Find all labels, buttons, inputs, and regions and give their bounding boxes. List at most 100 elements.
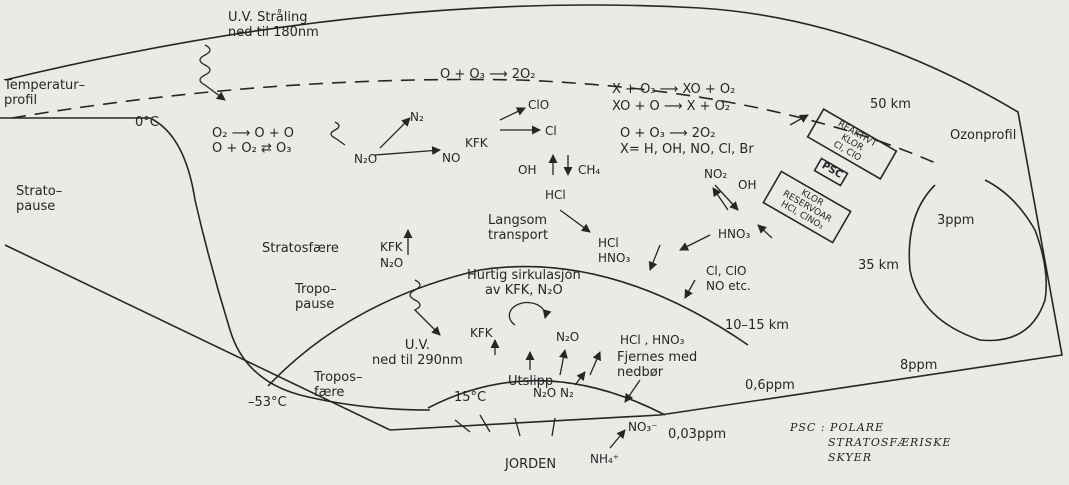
box-reaktivt-frame [806,108,898,180]
slow-transport-line1: Langsom [488,213,548,228]
arrow-n2o-n2 [379,117,411,149]
chem-cl: Cl [545,124,557,138]
arrow-rain [624,379,641,403]
chem-n2o-trop: N₂O [556,330,580,344]
uv-top-line1: U.V. Stråling [228,10,308,25]
ppm003-label: 0,03ppm [668,427,727,442]
stratopause-curve [11,78,941,166]
earth-surface [427,379,666,416]
arrow-ozone-reservoir [757,224,773,239]
ppm3-label: 3ppm [937,213,975,228]
arrow-utslipp-right [589,351,601,376]
uv-top-line2: ned til 180nm [228,25,319,40]
chem-cl-clo: Cl, ClO NO etc. [706,264,751,294]
km1015-label: 10–15 km [725,318,789,333]
tropopause-label: Tropo– pause [295,282,337,312]
arrow-ground-n2o [574,371,586,386]
temp-profile-line1: Temperatur– [4,78,86,93]
chem-no3: NO₃⁻ [628,420,658,434]
slow-transport-label: Langsom transport [488,213,548,243]
arrow-circulation [508,301,552,326]
emission-label: Utslipp [508,374,554,389]
arrow-hno3-down [679,234,711,251]
chem-hcl-hno3-line2: HNO₃ [598,251,631,265]
chem-n2o-n2-ground: N₂O N₂ [533,386,574,400]
arrow-hno3-up [712,187,729,211]
arrow-n2o-no [374,146,441,156]
fast-circulation-label: Hurtig sirkulasjon av KFK, N₂O [467,268,581,298]
chem-no-mid: NO [442,151,461,165]
chem-n2: N₂ [410,110,424,124]
fast-circ-line2: av KFK, N₂O [484,283,563,298]
psc-note-line1: PSC : POLARE [790,421,885,434]
ozone-profile-label: Ozonprofil [950,128,1017,143]
troposphere-label: Tropos– fære [314,370,363,400]
eq-cycle3: O + O₃ ⟶ 2O₂ [620,126,716,141]
chem-ch4: CH₄ [578,163,601,177]
km35-label: 35 km [858,258,899,273]
arrow-kfk-clo [499,107,526,121]
eq-o2-split: O₂ ⟶ O + O [212,126,294,141]
psc-note-line3: SKYER [828,451,873,464]
chem-n2o-mid: N₂O [354,152,378,166]
stratopause-line2: pause [16,199,56,214]
chem-cl-clo-line2: NO etc. [706,279,751,293]
chem-nh4: NH₄⁺ [590,452,620,466]
stratopause-label: Strato– pause [16,184,62,214]
eq-cycle1: X + O₃ ⟶ XO + O₂ [612,82,736,97]
zero-c-label: 0°C [135,115,159,130]
earth-label: JORDEN [505,457,557,472]
chem-hcl: HCl [545,188,566,202]
chem-hno3: HNO₃ [718,227,751,241]
arrow-cloud-reservoir [789,114,809,126]
troposphere-line2: fære [314,385,345,400]
tropopause-curve [267,265,749,387]
chem-no2: NO₂ [704,167,728,181]
minus53-label: –53°C [248,395,287,410]
uv-low-line1: U.V. [404,338,430,353]
box-reservoar-frame [762,170,852,244]
chem-hcl-hno3-line1: HCl [598,236,619,250]
eq-o3-top: O + O₃ ⟶ 2O₂ [440,67,536,82]
tropopause-line2: pause [295,297,335,312]
temp15-label: 15°C [454,390,487,405]
chem-kfk-top: KFK [465,136,488,150]
fast-circ-line1: Hurtig sirkulasjon [467,268,581,283]
arrow-hcl-hno3-down [648,244,661,271]
psc-note: PSC : POLARE STRATOSFÆRISKE SKYER [790,420,951,465]
arrow-clclo-down [684,279,696,299]
chem-cl-clo-line1: Cl, ClO [706,264,747,278]
chem-n2o-strat: N₂O [380,256,404,270]
ppm06-label: 0,6ppm [745,378,795,393]
temperature-profile [0,117,431,411]
chem-clo: ClO [528,98,550,112]
outer-boundary [4,4,1063,431]
temp-profile-line2: profil [4,93,38,108]
uv-top-label: U.V. Stråling ned til 180nm [228,10,319,40]
uv-wave-top [199,44,226,101]
chem-hcl-hno3: HCl HNO₃ [598,236,630,266]
chem-kfk-strat: KFK [380,240,403,254]
chem-hcl-hno3-trop: HCl , HNO₃ [620,333,685,347]
km50-label: 50 km [870,97,911,112]
stratosphere-label: Stratosfære [262,241,339,256]
psc-note-line2: STRATOSFÆRISKE [828,436,952,449]
box-psc-frame [813,157,849,187]
tropopause-line1: Tropo– [295,282,337,297]
earth-rays [454,414,556,437]
stratopause-line1: Strato– [16,184,63,199]
eq-cycle2: XO + O ⟶ X + O₂ [612,99,731,114]
uv-low-line2: ned til 290nm [372,353,463,368]
arrow-hcl-down [559,209,591,233]
troposphere-line1: Tropos– [314,370,363,385]
removed-line1: Fjernes med [617,350,698,365]
chem-oh2: OH [738,178,757,192]
ppm8-label: 8ppm [900,358,938,373]
eq-o3-form: O + O₂ ⇄ O₃ [212,141,292,156]
removed-label: Fjernes med nedbør [617,350,697,380]
chem-oh: OH [518,163,537,177]
arrow-uv-low [409,279,441,336]
slow-transport-line2: transport [488,228,549,243]
